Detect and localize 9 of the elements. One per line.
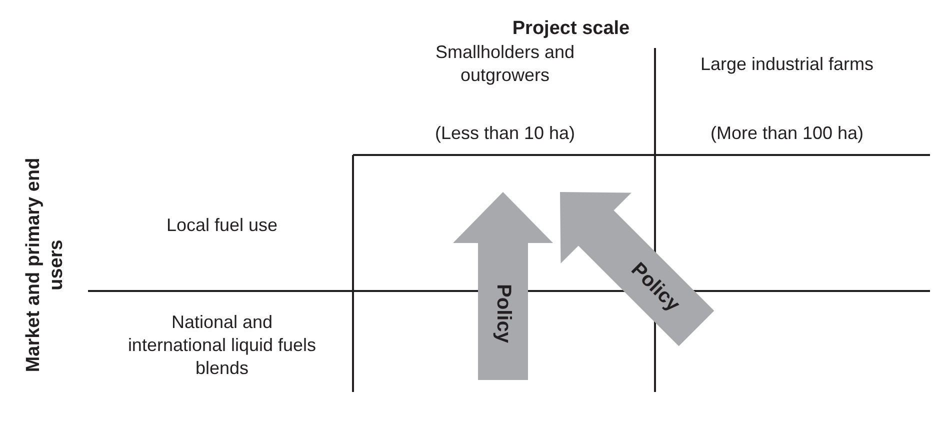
column-header: Smallholders and outgrowers — [434, 41, 576, 87]
axis-label: Market and primary end users — [22, 156, 68, 374]
row-header: National and international liquid fuels blends — [126, 310, 318, 380]
heading: Project scale — [511, 16, 631, 40]
column-header: Large industrial farms — [699, 52, 875, 76]
column-header: (More than 100 ha) — [709, 122, 865, 144]
row-header: Local fuel use — [165, 214, 279, 236]
column-header: (Less than 10 ha) — [434, 122, 576, 144]
arrow-label: Policy — [492, 282, 514, 345]
